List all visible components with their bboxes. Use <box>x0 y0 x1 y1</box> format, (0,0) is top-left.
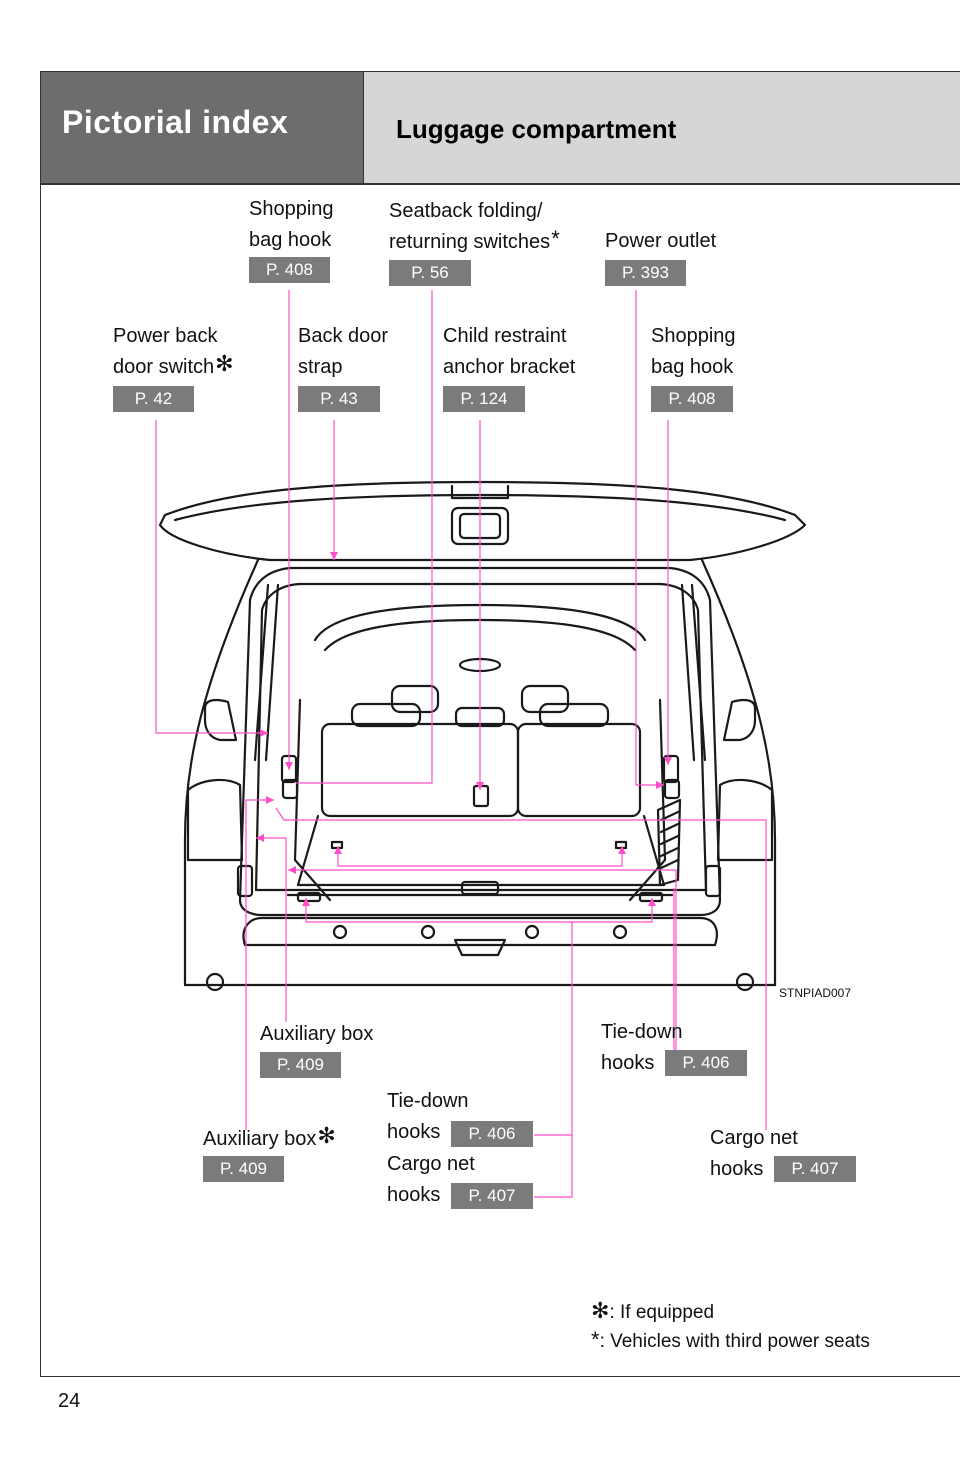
label-line: hooks <box>601 1052 655 1074</box>
label-line: returning switches <box>389 231 551 253</box>
seatback-switches-label: Seatback folding/ returning switches* <box>389 196 560 258</box>
footnote-if-equipped: ✻: If equipped <box>590 1298 715 1328</box>
page-number: 24 <box>58 1390 81 1412</box>
label-line: Tie-down <box>387 1090 469 1112</box>
header-divider <box>41 183 960 185</box>
power-seats-marker: * <box>551 226 560 251</box>
shopping-bag-hook-right-label: Shopping bag hook <box>651 321 736 383</box>
seatback-switches-page-link[interactable]: P. 56 <box>389 260 471 286</box>
power-back-door-switch-page-link[interactable]: P. 42 <box>113 386 194 412</box>
page-frame <box>40 71 960 1377</box>
auxiliary-box-page-link[interactable]: P. 409 <box>260 1052 341 1078</box>
label-line: anchor bracket <box>443 356 576 378</box>
cargo-net-hooks-right-label: Cargo net hooks <box>710 1123 798 1185</box>
power-outlet-page-link[interactable]: P. 393 <box>605 260 686 286</box>
auxiliary-box-optional-page-link[interactable]: P. 409 <box>203 1156 284 1182</box>
cargo-net-hooks-right-page-link[interactable]: P. 407 <box>774 1156 856 1182</box>
label-line: bag hook <box>249 229 332 251</box>
page-title: Luggage compartment <box>396 114 677 144</box>
if-equipped-marker: ✻ <box>591 1298 610 1323</box>
cargo-net-hooks-center-label: Cargo net hooks <box>387 1149 475 1211</box>
label-line: Back door <box>298 325 389 347</box>
if-equipped-marker: ✻ <box>317 1123 336 1148</box>
power-outlet-label: Power outlet <box>605 230 717 252</box>
shopping-bag-hook-left-page-link[interactable]: P. 408 <box>249 257 330 283</box>
tie-down-hooks-center-label: Tie-down hooks <box>387 1086 469 1148</box>
shopping-bag-hook-right-page-link[interactable]: P. 408 <box>651 386 733 412</box>
section-title: Pictorial index <box>62 104 289 140</box>
label-line: hooks <box>387 1121 441 1143</box>
auxiliary-box-optional-label: Auxiliary box✻ <box>203 1123 336 1155</box>
power-seats-marker: * <box>591 1327 600 1352</box>
if-equipped-marker: ✻ <box>215 351 234 376</box>
label-line: Cargo net <box>710 1127 798 1149</box>
label-line: Child restraint <box>443 325 567 347</box>
footnote-third-power-seats: *: Vehicles with third power seats <box>590 1327 870 1357</box>
illustration-code: STNPIAD007 <box>779 986 852 1000</box>
label-line: Shopping <box>249 198 334 220</box>
footnote-text: : If equipped <box>609 1302 715 1323</box>
auxiliary-box-label: Auxiliary box <box>260 1023 374 1045</box>
label-line: Cargo net <box>387 1153 475 1175</box>
label-line: strap <box>298 356 343 378</box>
label-line: door switch <box>113 356 215 378</box>
label-line: hooks <box>387 1184 441 1206</box>
back-door-strap-label: Back door strap <box>298 321 388 383</box>
label-line: Tie-down <box>601 1021 683 1043</box>
label-line: Seatback folding/ <box>389 200 543 222</box>
label-line: Auxiliary box <box>203 1128 317 1150</box>
shopping-bag-hook-left-label: Shopping bag hook <box>249 194 334 256</box>
footnote-text: : Vehicles with third power seats <box>599 1331 870 1352</box>
tie-down-hooks-right-page-link[interactable]: P. 406 <box>665 1050 747 1076</box>
cargo-net-hooks-center-page-link[interactable]: P. 407 <box>451 1183 533 1209</box>
label-line: hooks <box>710 1158 764 1180</box>
label-line: Shopping <box>651 325 736 347</box>
label-line: Power back <box>113 325 218 347</box>
child-restraint-anchor-label: Child restraint anchor bracket <box>443 321 575 383</box>
power-back-door-switch-label: Power back door switch✻ <box>113 321 234 383</box>
tie-down-hooks-center-page-link[interactable]: P. 406 <box>451 1121 533 1147</box>
back-door-strap-page-link[interactable]: P. 43 <box>298 386 380 412</box>
header-title-block <box>363 72 960 183</box>
label-line: bag hook <box>651 356 734 378</box>
child-restraint-anchor-page-link[interactable]: P. 124 <box>443 386 525 412</box>
tie-down-hooks-right-label: Tie-down hooks <box>601 1017 683 1079</box>
header-section-block <box>41 72 363 183</box>
